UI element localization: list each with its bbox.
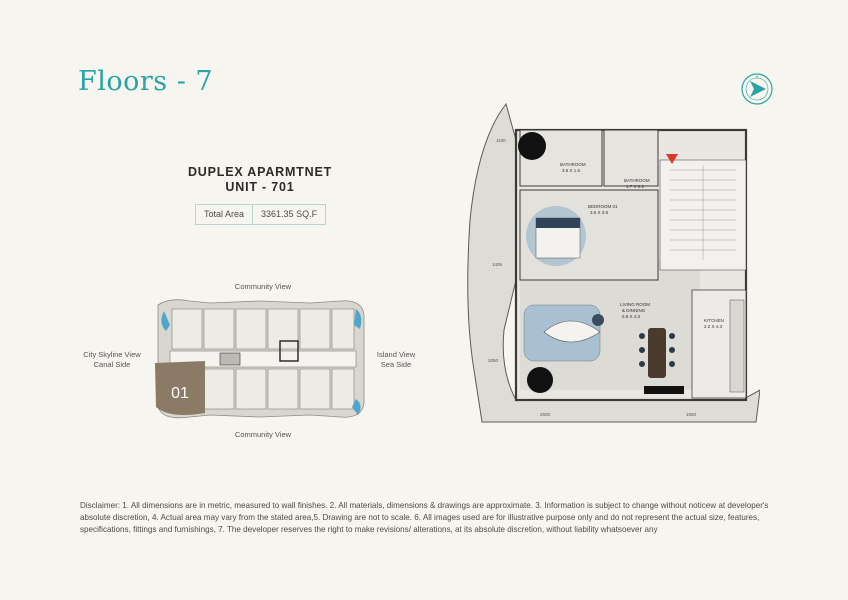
dimension-5: 1550 (686, 412, 697, 417)
dimension-1: 1100 (496, 138, 506, 143)
room-living-size: 6.6 X 4.3 (622, 314, 641, 319)
dimension-4: 2500 (540, 412, 551, 417)
total-area-value: 3361.35 SQ.F (252, 205, 325, 224)
dimension-2: 1405 (492, 262, 503, 267)
total-area-box: Total Area 3361.35 SQ.F (195, 204, 327, 225)
keyplan-right-view-line1: Island View (376, 350, 416, 359)
keyplan-right-view: Island View Sea Side (368, 350, 424, 370)
unit-01-highlight (155, 361, 205, 415)
room-living: LIVING ROOM (620, 302, 650, 307)
key-plan: 01 (155, 299, 365, 419)
compass-icon: N (741, 73, 773, 105)
disclaimer-text: Disclaimer: 1. All dimensions are in met… (80, 501, 769, 534)
entry-marker-icon (666, 154, 678, 164)
room-bedroom-size: 3.5 X 3.8 (590, 210, 609, 215)
svg-text:N: N (756, 74, 759, 79)
room-bathroom-1: BATHROOM (560, 162, 586, 167)
keyplan-left-view: City Skyline View Canal Side (74, 350, 150, 370)
page-title: Floors - 7 (78, 66, 214, 97)
room-bedroom: BEDROOM 01 (588, 204, 618, 209)
floor-plan: BATHROOM 3.5 X 1.5 BATHROOM 1.7 X 2.2 BE… (467, 102, 760, 423)
room-living-2: & DINNING (622, 308, 646, 313)
total-area-label: Total Area (204, 209, 245, 219)
unit-number: UNIT - 701 (225, 180, 295, 194)
keyplan-top-view: Community View (234, 282, 292, 291)
unit-heading: DUPLEX APARMTNET UNIT - 701 (160, 165, 360, 195)
room-kitchen: KITCHEN (704, 318, 724, 323)
unit-01-label: 01 (171, 385, 189, 402)
dimension-3: 2050 (488, 358, 499, 363)
keyplan-left-view-line1: City Skyline View (83, 350, 141, 359)
keyplan-left-view-line2: Canal Side (93, 360, 131, 369)
room-kitchen-size: 2.2 X 4.3 (704, 324, 723, 329)
room-bathroom-1-size: 3.5 X 1.5 (562, 168, 581, 173)
room-bathroom-2: BATHROOM (624, 178, 650, 183)
room-bathroom-2-size: 1.7 X 2.2 (626, 184, 645, 189)
keyplan-right-view-line2: Sea Side (380, 360, 412, 369)
unit-type: DUPLEX APARMTNET (187, 165, 333, 179)
keyplan-bottom-view: Community View (234, 430, 292, 439)
